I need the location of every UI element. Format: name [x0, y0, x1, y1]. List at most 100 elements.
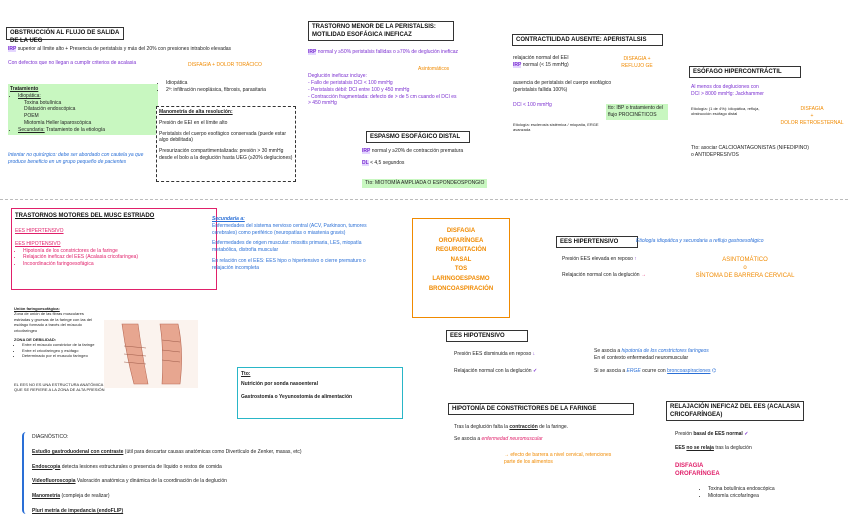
ineffective-item: - Peristalsis débil: DCI entre 100 y 450… — [308, 86, 410, 93]
hypercontractile-title-box: ESÓFAGO HIPERCONTRÁCTIL — [689, 66, 801, 78]
secondary-p2: Enfermedades de origen muscular: miositi… — [212, 240, 362, 253]
diagnosis-item-label: Endoscopia — [32, 463, 61, 470]
diagnosis-bracket — [22, 432, 30, 514]
hypercontractile-treatment: Tto: asociar CALCIOANTAGONISTAS (NIFEDIP… — [691, 145, 809, 158]
relax-title: RELAJACIÓN INEFICAZ DEL EES (ACALASIA CR… — [670, 404, 801, 419]
hypotonia-l1: Tras la deglución falta la contracción d… — [454, 424, 569, 430]
diagnosis-item-text: Valoración anatómica y dinámica de la co… — [75, 478, 227, 485]
diagnosis-item-text: (compleja de realizar) — [60, 493, 110, 499]
symptom-item: NASAL — [450, 256, 472, 263]
ees-hyper-title: EES HIPERTENSIVO — [560, 239, 619, 245]
relax-dx: DISFAGIA OROFARÍNGEA — [675, 463, 720, 478]
relax-treatment-item: Toxina botulínica endoscópica — [708, 486, 828, 493]
diagnosis-item: Videofluoroscopia Valoración anatómica y… — [32, 478, 412, 485]
anatomy-block: Unión faringoesofágica: Zona de unión de… — [14, 306, 96, 359]
diagnosis-block: DIAGNÓSTICO: Estudio gastroduodenal con … — [32, 434, 412, 515]
hypotonia-title: HIPOTONÍA DE CONSTRICTORES DE LA FARINGE — [452, 406, 597, 412]
outflow-obstruction-title: OBSTRUCCIÓN AL FLUJO DE SALIDA DE LA UEG — [10, 30, 120, 45]
striated-item: Hipotonía de los constrictores de la far… — [23, 248, 213, 255]
treatment-title: Tratamiento — [10, 86, 39, 92]
ineffective-item: - Fallo de peristalsis DCI < 100 mmHg — [308, 80, 393, 86]
aperistalsis-line4: DCI < 100 mmHg — [513, 102, 552, 108]
mild-peristalsis-title: TRASTORNO MENOR DE LA PERISTALSIS: MOTIL… — [312, 24, 436, 39]
arrow-right-icon: → — [640, 272, 646, 278]
diagnosis-item-text: detecta lesiones estructurales o presenc… — [60, 463, 222, 470]
zone-item: Entre el músculo constrictor de la farin… — [22, 342, 96, 347]
up-arrow-icon: ↑ — [634, 256, 637, 262]
mild-asymptomatic: Asintomáticos — [418, 66, 450, 72]
manometry-item: Presión de EEI en el límite alto — [159, 119, 228, 126]
hypercontractile-etiology: Etiología: (1 de 4%): idiopática, refluj… — [691, 106, 760, 117]
ees-hypo-l2: Relajación normal con la deglución ✓ — [454, 368, 538, 374]
mild-peristalsis-title-box: TRASTORNO MENOR DE LA PERISTALSIS: MOTIL… — [308, 21, 454, 41]
diagnosis-item-label: Videofluoroscopia — [32, 478, 76, 485]
relax-treatment-item: Miotomía cricofaríngea — [708, 493, 828, 500]
diagnosis-title: DIAGNÓSTICO: — [32, 434, 69, 440]
ees-hyper-l2: Relajación normal con la deglución → — [562, 272, 646, 278]
section-divider — [0, 199, 848, 200]
treatment-item: POEM — [24, 113, 39, 119]
striated-box: TRASTORNOS MOTORES DEL MUSC ESTRIADO EES… — [11, 208, 217, 290]
symptom-item: BRONCOASPIRACIÓN — [428, 285, 494, 292]
manometry-box: Manometría de alta resolución: Presión d… — [156, 106, 296, 182]
relax-treatment: Toxina botulínica endoscópicaMiotomía cr… — [700, 486, 828, 500]
mild-line1: IRP normal y ≥50% peristalsis fallidas o… — [308, 49, 459, 55]
manometry-title: Manometría de alta resolución: — [159, 109, 233, 115]
ees-hypo-l1: Presión EES disminuida en reposo ↓ — [454, 351, 536, 357]
outflow-dx: DISFAGIA + DOLOR TORÁCICO — [188, 62, 262, 68]
treatment-list: Idiopática: Toxina botulínicaDilatación … — [10, 93, 156, 134]
diagnosis-item: Manometría (compleja de realizar) — [32, 493, 412, 500]
outflow-treatment: Tratamiento Idiopática: Toxina botulínic… — [8, 84, 158, 136]
diagnosis-item-label: Pluri metría de impedancia (endoFLIP) — [32, 507, 124, 514]
diagnosis-list: Estudio gastroduodenal con contraste (út… — [32, 449, 412, 515]
manometry-item: Presurización compartimentalizada: presi… — [159, 148, 293, 161]
ees-hypo-title: EES HIPOTENSIVO — [450, 333, 505, 339]
aperistalsis-title-box: CONTRACTILIDAD AUSENTE: APERISTALSIS — [512, 34, 663, 46]
relax-title-box: RELAJACIÓN INEFICAZ DEL EES (ACALASIA CR… — [666, 401, 804, 421]
relax-l2: EES no se relaja tras la deglución — [675, 445, 752, 451]
outflow-obstruction-title-box: OBSTRUCCIÓN AL FLUJO DE SALIDA DE LA UEG — [6, 27, 124, 44]
spasm-treatment: Tto: MIOTOMÍA AMPLIADA O ESPONDEOSPONGIO — [362, 179, 488, 188]
cause-item: 2ª: infiltración neoplásica, fibrosis, p… — [166, 87, 296, 94]
treatment-item: Miotomía Heller laparoscópica — [24, 119, 92, 126]
treatment-item: Dilatación endoscópica — [24, 106, 76, 113]
hypotonia-title-box: HIPOTONÍA DE CONSTRICTORES DE LA FARINGE — [448, 403, 634, 415]
ineffective-item: - Contracción fragmentada: defecto de > … — [308, 93, 457, 107]
symptom-item: REGURGITACIÓN — [435, 247, 487, 254]
symptom-item: LARINGOESPASMO — [432, 275, 490, 282]
diagnosis-item: Endoscopia detecta lesiones estructurale… — [32, 464, 412, 471]
diagnosis-item: Pluri metría de impedancia (endoFLIP) — [32, 508, 412, 515]
down-arrow-icon: ↓ — [532, 351, 536, 357]
hypercontractile-title: ESÓFAGO HIPERCONTRÁCTIL — [693, 69, 782, 75]
anatomy-p2: EL EES NO ES UNA ESTRUCTURA ANATÓMICA SI… — [14, 382, 160, 393]
distal-spasm-title: ESPASMO ESOFÁGICO DISTAL — [370, 134, 461, 140]
aperistalsis-dx: DISFAGIA + REFLUJO GE — [621, 56, 653, 69]
outflow-line1-text: superior al límite alto + Presencia de p… — [17, 46, 232, 52]
check-icon: ✓ — [532, 368, 538, 374]
ineffective-title: Deglución ineficaz incluye: — [308, 73, 367, 79]
aperistalsis-treatment: tto: IBP o tratamiento del flujo PROCINÉ… — [606, 104, 668, 120]
outflow-note: Intentar no quirúrgico: debe ser abordad… — [8, 152, 144, 165]
diagnosis-item-text: (útil para descartar causas anatómicas c… — [123, 448, 302, 455]
pharynx-illustration — [104, 320, 198, 388]
manometry-item: Peristalsis del cuerpo esofágico conserv… — [159, 130, 287, 144]
striated-list: Hipotonía de los constrictores de la far… — [15, 248, 213, 268]
diagnosis-item-label: Estudio gastroduodenal con contraste — [32, 448, 124, 455]
nutrition-title: Tto: — [241, 371, 251, 377]
striated-item: Relajación ineficaz del EES (Acalasia cr… — [23, 254, 213, 261]
anatomy-p1: Zona de unión de las fibras musculares e… — [14, 311, 93, 333]
distal-spasm-title-box: ESPASMO ESOFÁGICO DISTAL — [366, 131, 470, 143]
ees-hypo-title-box: EES HIPOTENSIVO — [446, 330, 528, 342]
ees-hypo-r1: Se asocia a hipotonía de los constrictor… — [594, 348, 709, 361]
aperistalsis-title: CONTRACTILIDAD AUSENTE: APERISTALSIS — [516, 37, 647, 43]
lungs-icon: ⌬ — [711, 368, 717, 374]
treatment-item: Toxina botulínica — [24, 99, 62, 106]
striated-title: TRASTORNOS MOTORES DEL MUSC ESTRIADO — [15, 213, 155, 219]
aperistalsis-line3: ausencia de peristalsis del cuerpo esofá… — [513, 80, 612, 93]
ees-hyper-result: ASINTOMÁTICO o SÍNTOMA DE BARRERA CERVIC… — [695, 257, 795, 280]
diagnosis-item-label: Manometría — [32, 493, 61, 499]
hypotonia-l2: Se asocia a enfermedad neuromuscular — [454, 436, 543, 442]
symptom-item: OROFARÍNGEA — [438, 237, 484, 244]
